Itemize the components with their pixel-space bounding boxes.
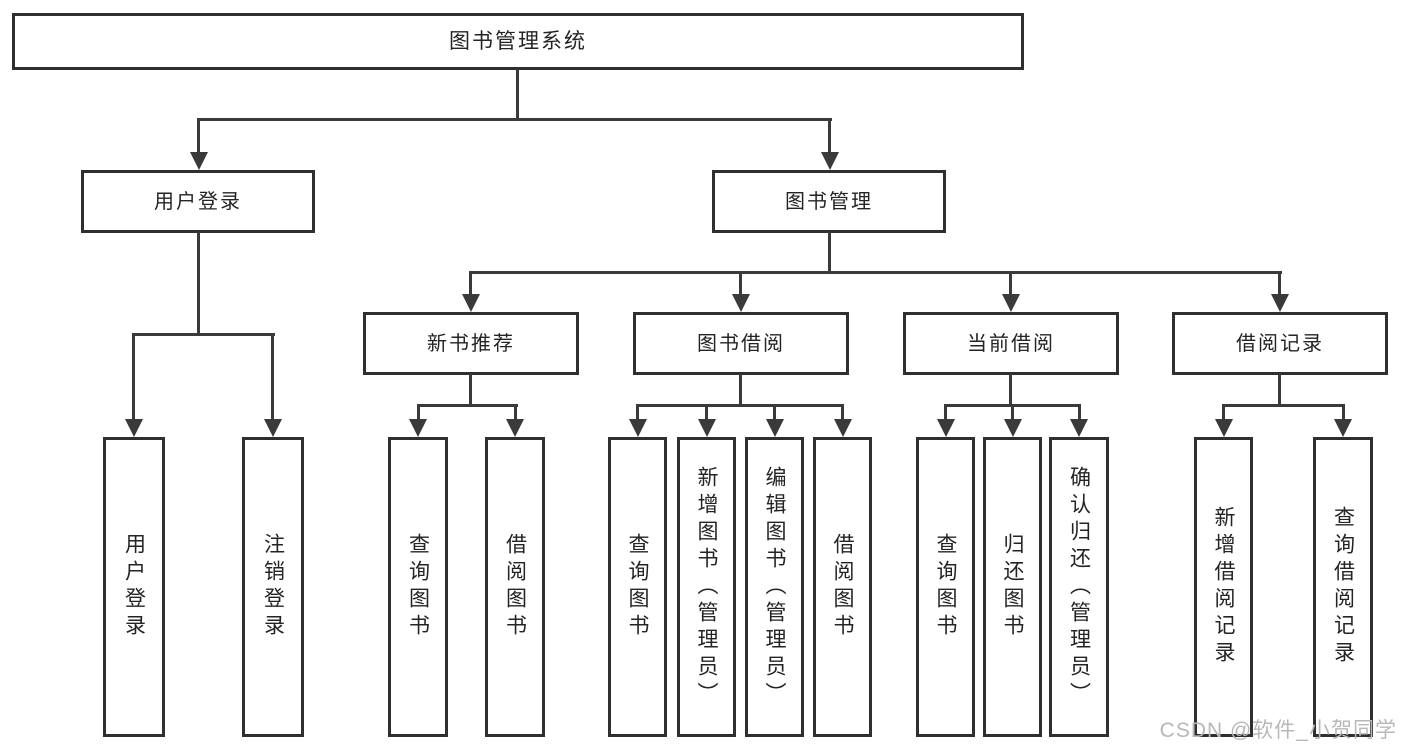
edge-drop — [705, 404, 708, 421]
node-label: 用户登录 — [154, 190, 242, 213]
edge-user-login-stem — [197, 232, 200, 335]
edge-drop-new-book-recommend — [469, 271, 472, 297]
arrow-down-icon — [1271, 294, 1289, 312]
arrow-down-icon — [409, 419, 427, 437]
edge-drop — [514, 404, 517, 421]
arrow-down-icon — [506, 419, 524, 437]
leaf-query-borrow-record: 查询借阅记录 — [1313, 437, 1373, 737]
arrow-down-icon — [264, 419, 282, 437]
arrow-down-icon — [766, 419, 784, 437]
edge-current-borrow-stem — [1009, 374, 1012, 407]
node-book-management: 图书管理 — [712, 170, 946, 233]
node-current-borrow: 当前借阅 — [903, 312, 1119, 375]
node-label: 注销登录 — [261, 533, 285, 641]
edge-borrow-records-rail — [1222, 404, 1345, 407]
edge-user-login-rail — [132, 333, 275, 336]
node-library-management-system: 图书管理系统 — [12, 13, 1024, 70]
edge-drop — [841, 404, 844, 421]
arrow-down-icon — [462, 294, 480, 312]
node-label: 查询图书 — [934, 533, 957, 641]
edge-book-borrow-stem — [739, 374, 742, 407]
arrow-down-icon — [125, 419, 143, 437]
edge-drop-leaf-user-login — [132, 333, 135, 421]
leaf-query-books: 查询图书 — [608, 437, 667, 737]
leaf-logout: 注销登录 — [242, 437, 304, 737]
node-label: 当前借阅 — [967, 332, 1055, 355]
edge-book-management-stem — [828, 232, 831, 274]
edge-drop-book-borrow — [739, 271, 742, 297]
node-book-borrow: 图书借阅 — [633, 312, 849, 375]
arrow-down-icon — [1004, 419, 1022, 437]
leaf-edit-books-admin: 编辑图书（管理员） — [745, 437, 804, 737]
node-label: 用户登录 — [122, 533, 146, 641]
edge-drop-user-login — [197, 118, 200, 156]
node-label: 查询图书 — [626, 533, 649, 641]
edge-book-borrow-rail — [636, 404, 844, 407]
arrow-down-icon — [190, 152, 208, 170]
arrow-down-icon — [937, 419, 955, 437]
node-label: 借阅记录 — [1236, 332, 1324, 355]
edge-drop-leaf-logout — [271, 333, 274, 421]
arrow-down-icon — [834, 419, 852, 437]
leaf-query-books: 查询图书 — [916, 437, 975, 737]
edge-drop — [1342, 404, 1345, 421]
arrow-down-icon — [1002, 294, 1020, 312]
arrow-down-icon — [1215, 419, 1233, 437]
arrow-down-icon — [821, 152, 839, 170]
node-label: 新增借阅记录 — [1212, 506, 1235, 668]
node-label: 图书管理 — [785, 190, 873, 213]
leaf-add-borrow-record: 新增借阅记录 — [1194, 437, 1253, 737]
leaf-return-books: 归还图书 — [983, 437, 1042, 737]
node-new-book-recommend: 新书推荐 — [363, 312, 579, 375]
node-label: 图书管理系统 — [449, 30, 587, 53]
edge-drop — [417, 404, 420, 421]
edge-new-book-recommend-stem — [469, 374, 472, 407]
leaf-confirm-return-admin: 确认归还（管理员） — [1049, 437, 1109, 737]
edge-root-rail — [197, 118, 832, 121]
edge-drop — [773, 404, 776, 421]
node-label: 借阅图书 — [503, 533, 527, 641]
node-label: 编辑图书（管理员） — [763, 465, 786, 709]
node-label: 新书推荐 — [427, 332, 515, 355]
node-label: 图书借阅 — [697, 332, 785, 355]
edge-drop-borrow-records — [1278, 271, 1281, 297]
node-user-login: 用户登录 — [81, 170, 315, 233]
edge-drop — [1078, 404, 1081, 421]
edge-new-book-recommend-rail — [417, 404, 518, 407]
node-borrow-records: 借阅记录 — [1172, 312, 1388, 375]
edge-drop-current-borrow — [1009, 271, 1012, 297]
arrow-down-icon — [1334, 419, 1352, 437]
node-label: 确认归还（管理员） — [1067, 465, 1091, 709]
leaf-borrow-books: 借阅图书 — [813, 437, 872, 737]
leaf-query-books: 查询图书 — [388, 437, 448, 737]
node-label: 归还图书 — [1001, 533, 1024, 641]
node-label: 新增图书（管理员） — [695, 465, 718, 709]
arrow-down-icon — [698, 419, 716, 437]
edge-drop — [1011, 404, 1014, 421]
leaf-borrow-books: 借阅图书 — [485, 437, 545, 737]
edge-root-stem — [516, 69, 519, 120]
leaf-user-login: 用户登录 — [103, 437, 165, 737]
edge-drop — [944, 404, 947, 421]
edge-book-management-rail — [469, 271, 1282, 274]
edge-drop — [1222, 404, 1225, 421]
edge-drop-book-management — [828, 118, 831, 156]
leaf-add-books-admin: 新增图书（管理员） — [677, 437, 736, 737]
csdn-watermark: CSDN @软件_小贺同学 — [1159, 719, 1397, 742]
edge-drop — [636, 404, 639, 421]
node-label: 查询借阅记录 — [1331, 506, 1355, 668]
arrow-down-icon — [1070, 419, 1088, 437]
edge-borrow-records-stem — [1278, 374, 1281, 407]
node-label: 查询图书 — [406, 533, 430, 641]
arrow-down-icon — [629, 419, 647, 437]
node-label: 借阅图书 — [831, 533, 854, 641]
arrow-down-icon — [732, 294, 750, 312]
